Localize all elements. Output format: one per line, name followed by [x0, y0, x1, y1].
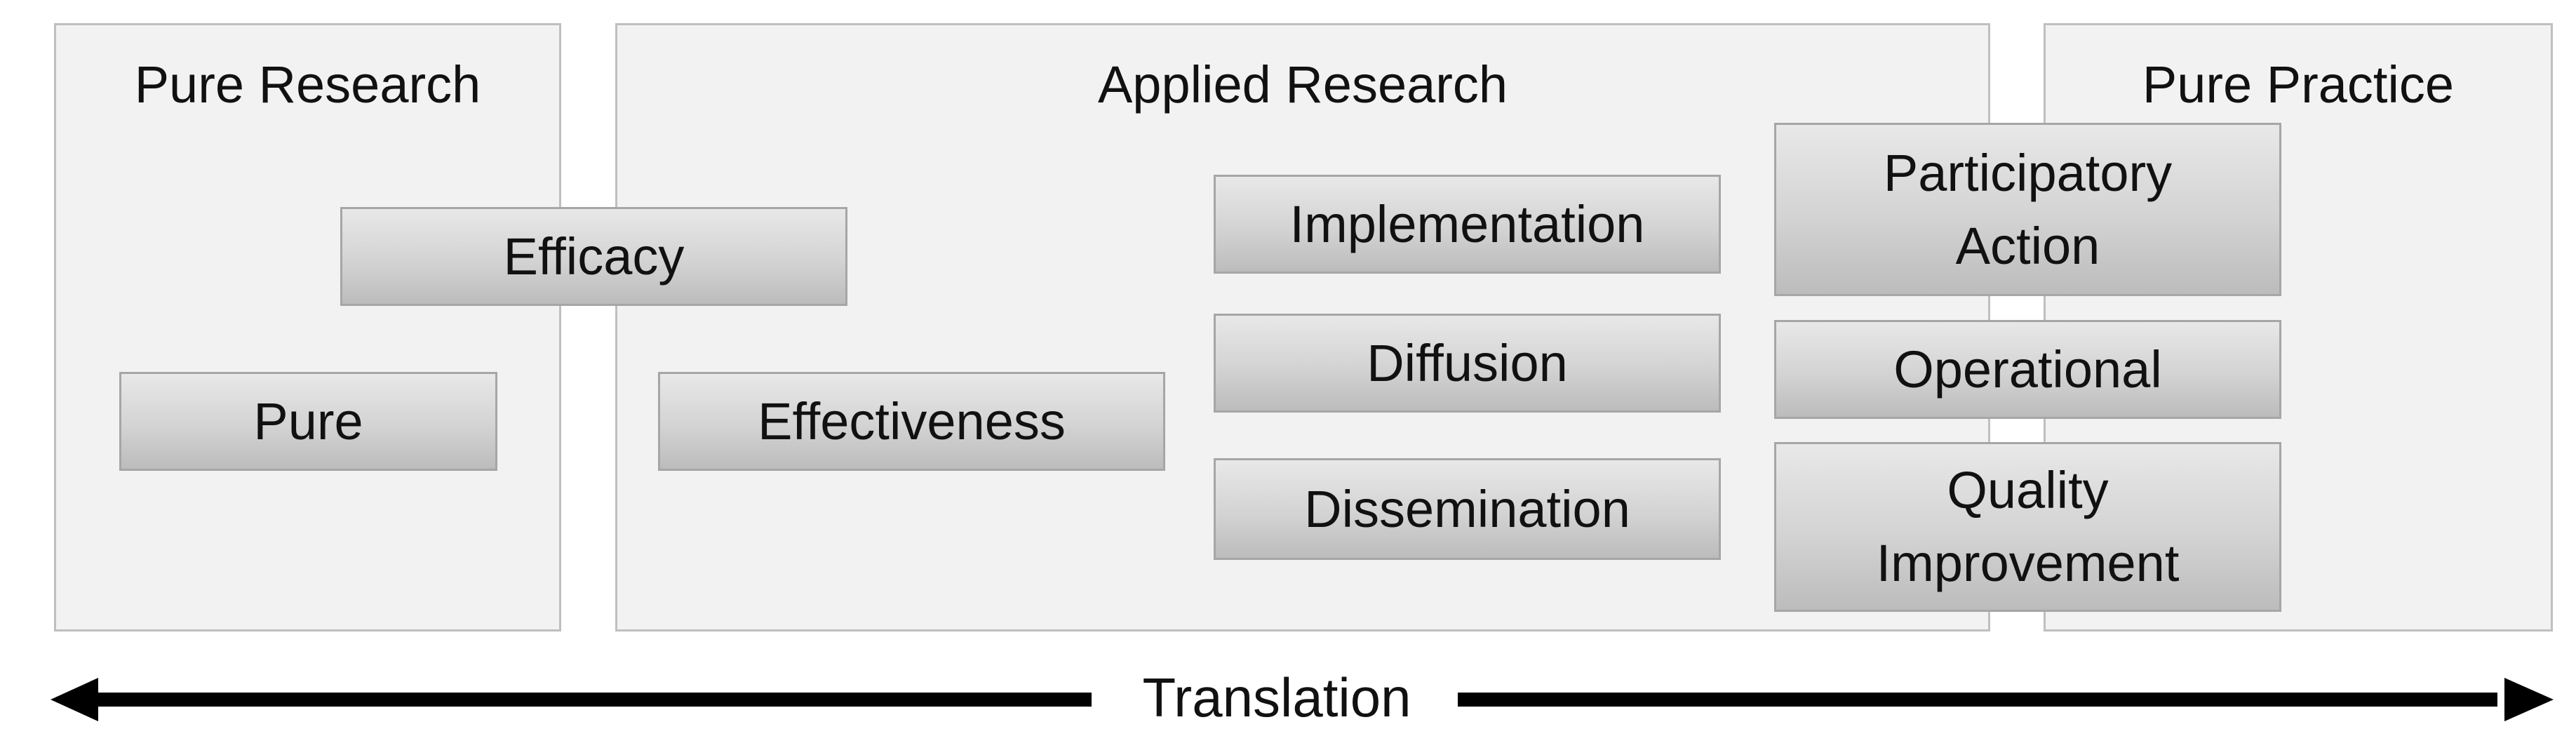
- translation-label: Translation: [1142, 667, 1411, 728]
- panel-title-pure-practice: Pure Practice: [2142, 55, 2455, 114]
- box-efficacy: Efficacy: [340, 207, 847, 306]
- box-implementation: Implementation: [1214, 175, 1721, 274]
- box-pure: Pure: [119, 372, 497, 471]
- panel-title-pure-research: Pure Research: [134, 55, 481, 114]
- panel-title-applied-research: Applied Research: [1097, 55, 1508, 114]
- box-quality-improvement: Quality Improvement: [1774, 442, 2281, 612]
- arrow-head-left: [51, 678, 98, 721]
- box-dissemination: Dissemination: [1214, 458, 1721, 560]
- box-effectiveness: Effectiveness: [658, 372, 1165, 471]
- box-diffusion: Diffusion: [1214, 314, 1721, 413]
- panel-pure-research: Pure Research: [54, 23, 561, 632]
- box-operational: Operational: [1774, 320, 2281, 419]
- box-participatory-action: Participatory Action: [1774, 123, 2281, 296]
- panel-pure-practice: Pure Practice: [2044, 23, 2553, 632]
- translation-arrow: [51, 678, 2554, 721]
- arrow-head-right: [2504, 678, 2554, 721]
